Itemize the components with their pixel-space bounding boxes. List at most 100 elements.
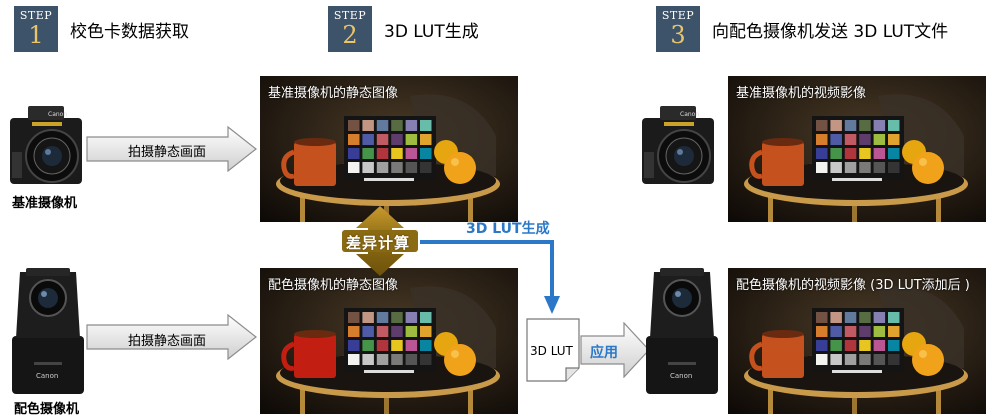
color-patch [376,340,389,351]
document-icon [526,318,580,382]
color-patch [830,312,842,323]
color-patch [362,162,374,173]
matching-still-caption: 配色摄像机的静态图像 [268,278,399,293]
cup-rim [762,138,804,146]
color-patch [888,354,900,365]
color-patch [844,312,857,323]
color-patch [859,120,871,131]
color-patch [348,312,360,323]
color-patch [420,326,432,337]
color-patch [391,354,403,365]
capture-arrow-bottom [86,313,258,361]
table-leg [936,196,941,222]
color-patch [391,134,403,145]
checker-stand [832,178,882,181]
reference-camera-brand-step3: Canon [680,111,699,118]
color-patch [830,134,842,145]
reference-camera-brand: Canon [48,111,67,118]
color-patch [888,340,900,351]
step-3-badge: STEP 3 [656,6,700,52]
color-patch [830,162,842,173]
color-patch [376,134,389,145]
color-patch [816,340,828,351]
reference-camera-image-step3: Canon [640,104,722,190]
color-patch [420,340,432,351]
cup-body [762,142,804,186]
table-leg [384,392,389,414]
reference-still-image: 基准摄像机的静态图像 [260,76,518,222]
capture-label-top: 拍摄静态画面 [128,145,207,160]
color-patch [420,120,432,131]
color-patch [405,354,418,365]
step-2-number: 2 [342,21,358,49]
color-patch [376,162,389,173]
color-patch [873,326,886,337]
cinema-camera-icon: Canon [10,106,82,184]
color-patch [405,134,418,145]
reference-camera-label: 基准摄像机 [12,196,78,211]
matching-camera-brand: Canon [36,372,58,380]
reference-still-caption: 基准摄像机的静态图像 [268,86,399,101]
matching-camera-label: 配色摄像机 [14,402,80,417]
ptz-camera-icon: Canon [12,268,84,394]
table-leg [768,388,773,414]
color-patch [376,326,389,337]
color-patch [873,162,886,173]
color-patch [362,340,374,351]
color-patch [362,120,374,131]
step-2-badge: STEP 2 [328,6,372,52]
color-patch [420,162,432,173]
color-patch [405,326,418,337]
table-leg [384,200,389,222]
color-patch [888,162,900,173]
color-patch [376,354,389,365]
lut-generate-label: 3D LUT生成 [466,221,550,237]
difference-label: 差异计算 [346,234,411,252]
color-patch [816,312,828,323]
color-patch [816,354,828,365]
checker-stand [364,178,414,181]
step-3-header: STEP 3 向配色摄像机发送 3D LUT文件 [656,6,948,52]
color-patch [816,120,828,131]
color-patch [844,120,857,131]
table-leg [768,196,773,222]
orange-highlight [451,350,459,358]
color-patch [830,148,842,159]
color-patch [844,148,857,159]
color-patch [816,148,828,159]
matching-camera-brand-step3: Canon [670,372,692,380]
color-patch [844,134,857,145]
step-2-title: 3D LUT生成 [384,21,479,42]
color-patch [888,312,900,323]
cup-rim [762,330,804,338]
step-3-number: 3 [670,21,686,49]
orange-fruit [912,152,944,184]
color-patch [405,162,418,173]
color-patch [873,120,886,131]
color-patch [362,134,374,145]
color-patch [859,354,871,365]
orange-highlight [919,350,927,358]
table-leg [468,388,473,414]
color-patch [873,148,886,159]
cup-rim [294,330,336,338]
color-patch [405,148,418,159]
orange-highlight [451,158,459,166]
color-patch [859,340,871,351]
color-patch [362,312,374,323]
color-patch [362,148,374,159]
step-1-word: STEP [19,9,53,22]
color-patch [816,162,828,173]
cinema-camera-icon: Canon [642,106,714,184]
orange-fruit [912,344,944,376]
color-patch [844,162,857,173]
color-patch [376,148,389,159]
color-patch [873,340,886,351]
cup-body [294,334,336,378]
color-patch [859,148,871,159]
step-1-number: 1 [28,21,44,49]
color-patch [844,326,857,337]
color-patch [859,162,871,173]
apply-arrow [580,321,650,379]
lut-file-document [526,318,580,382]
